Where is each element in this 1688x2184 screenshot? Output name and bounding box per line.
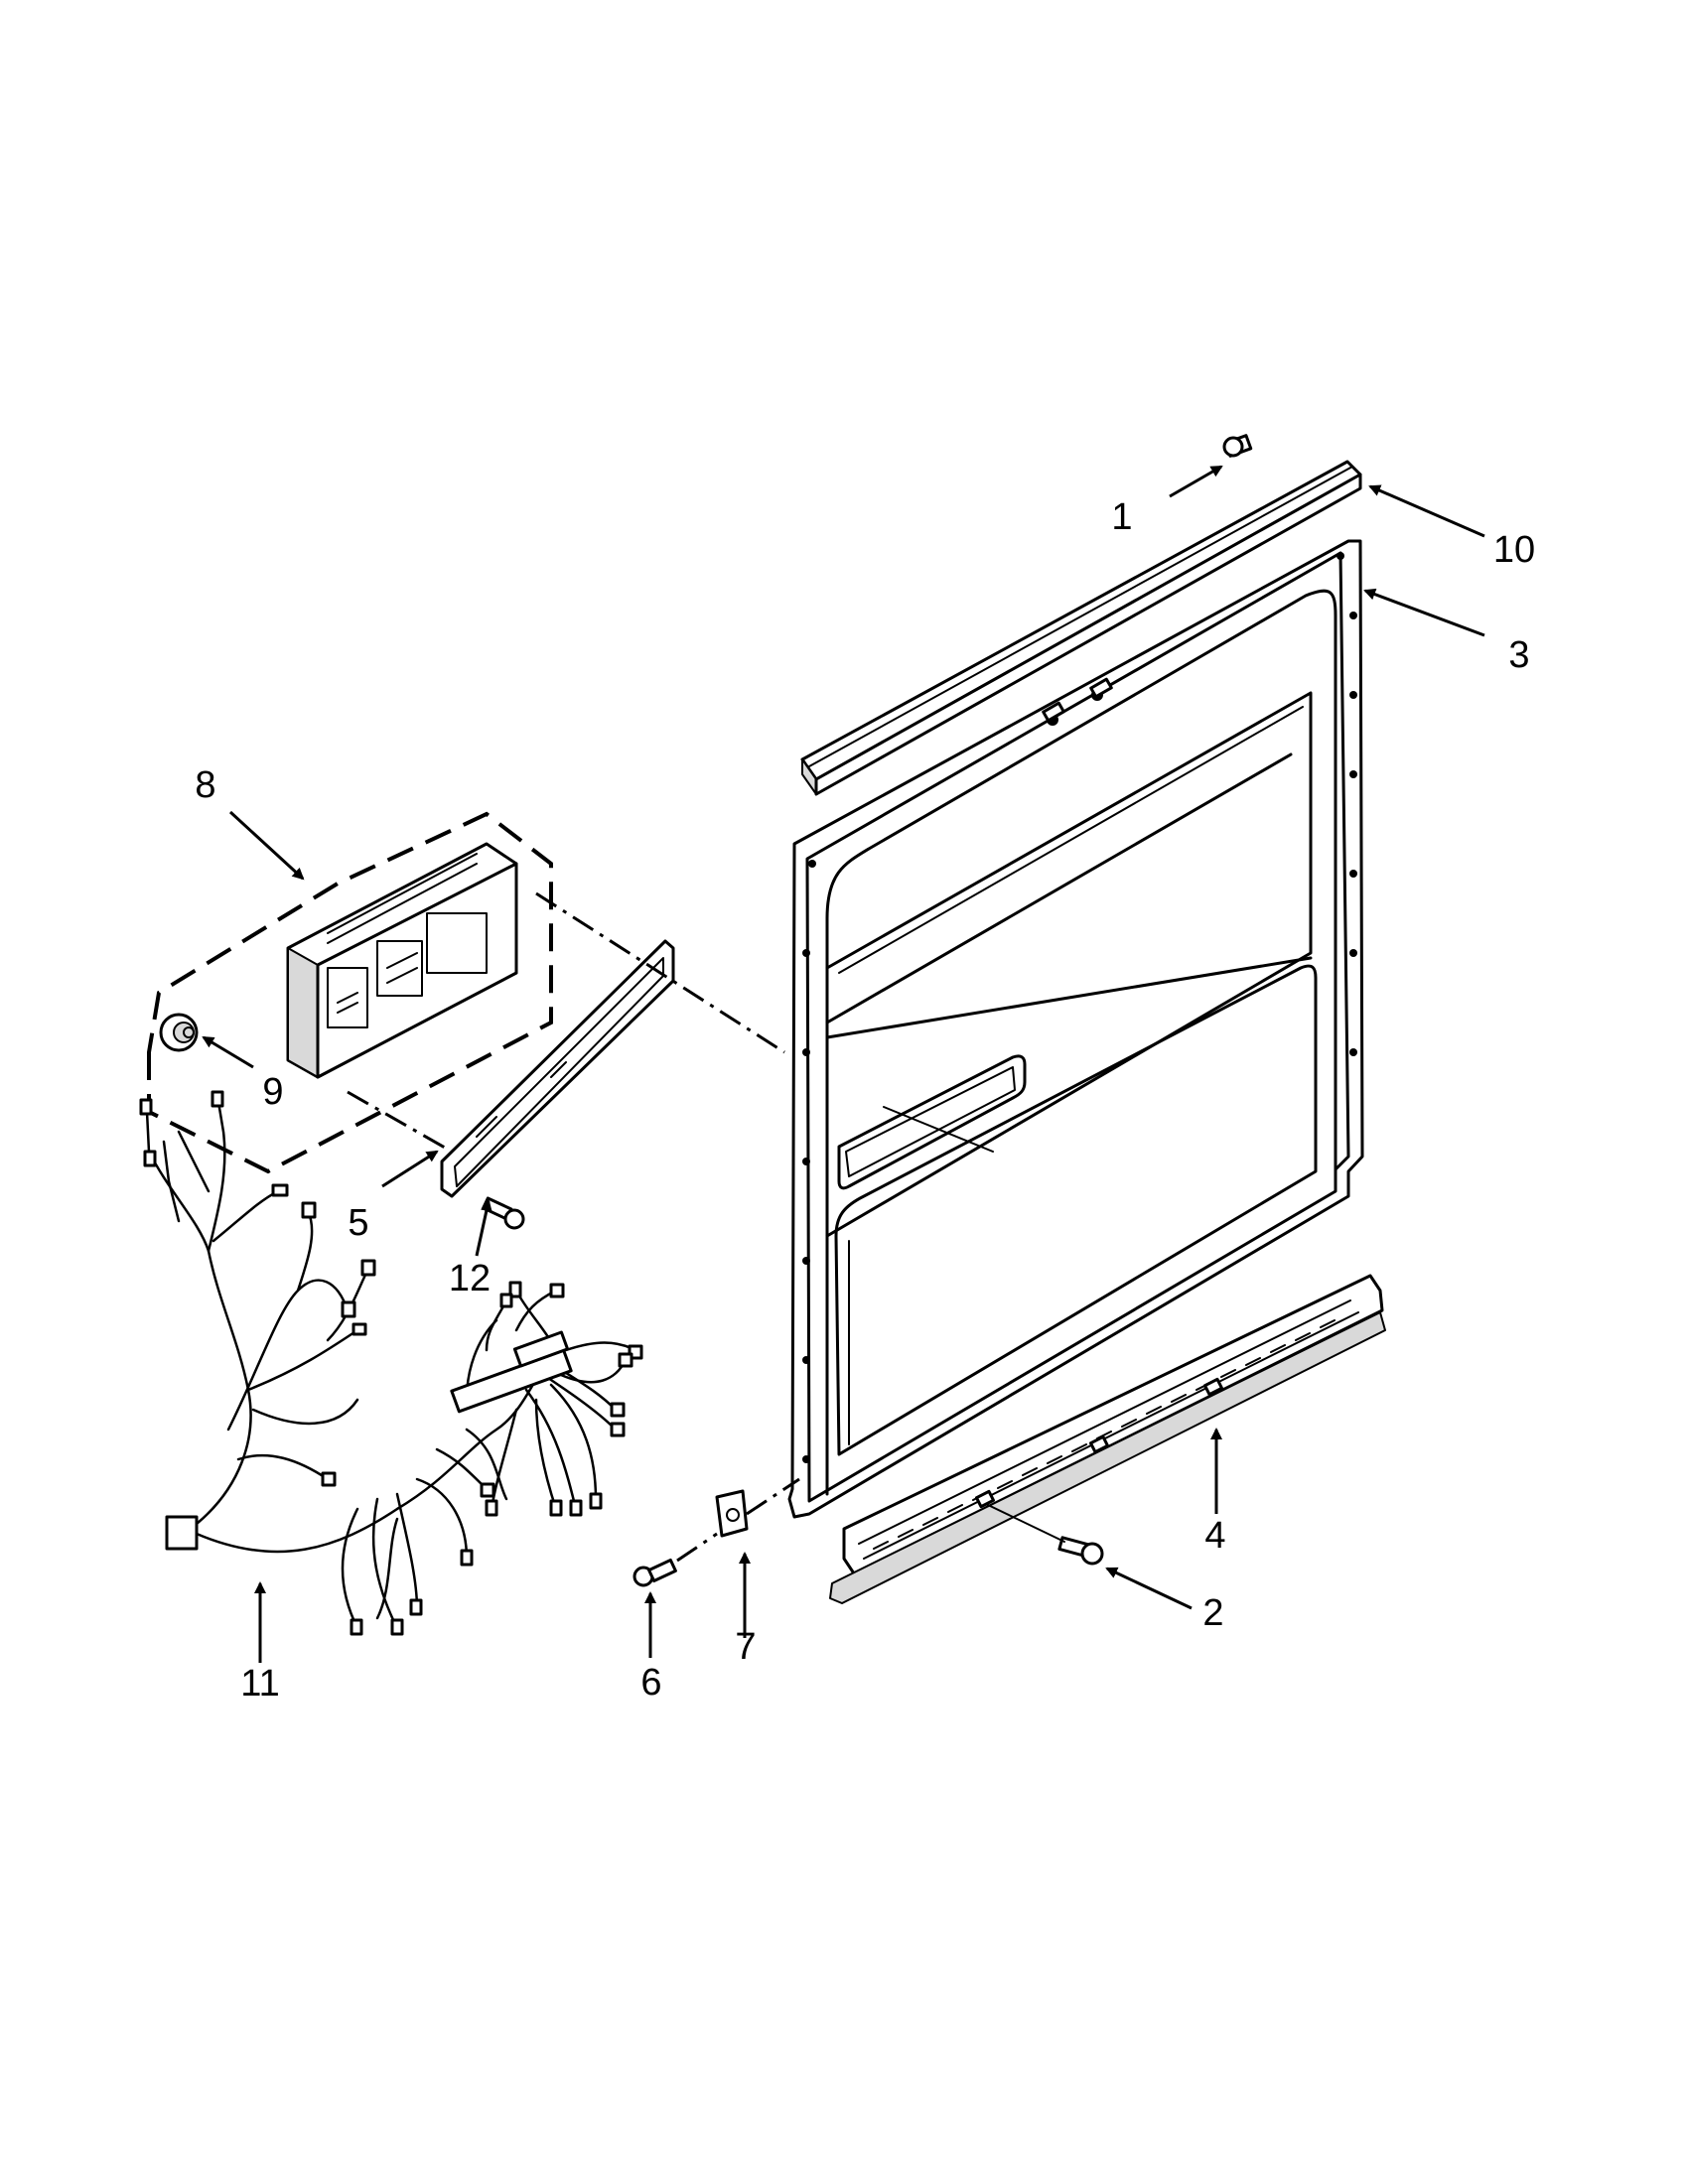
callout-2: 2 (1202, 1592, 1224, 1634)
callout-1: 1 (1111, 496, 1133, 538)
callout-10: 10 (1492, 529, 1536, 571)
bracket-screw (633, 1532, 718, 1587)
callout-8: 8 (195, 764, 216, 806)
door-top-seal-strip (800, 460, 1362, 796)
lower-vent-trim (829, 1274, 1386, 1604)
callout-5: 5 (348, 1202, 369, 1244)
top-screw (1222, 434, 1253, 458)
callout-7: 7 (735, 1626, 757, 1668)
control-module-assembly (147, 811, 553, 1174)
small-bracket (715, 1477, 800, 1538)
callout-12: 12 (448, 1258, 492, 1299)
module-alignment-line (535, 891, 785, 1054)
selector-knob (159, 1013, 199, 1052)
lower-vent-screw (985, 1503, 1104, 1566)
inner-door-panel (787, 539, 1364, 1519)
callout-3: 3 (1508, 634, 1530, 676)
gasket-alignment-line (347, 1090, 453, 1154)
wiring-harness (139, 1090, 643, 1636)
callout-11: 11 (240, 1663, 280, 1705)
leader-lines (202, 465, 1485, 1663)
callout-4: 4 (1204, 1515, 1226, 1557)
callout-9: 9 (262, 1071, 284, 1113)
callout-6: 6 (640, 1662, 662, 1704)
